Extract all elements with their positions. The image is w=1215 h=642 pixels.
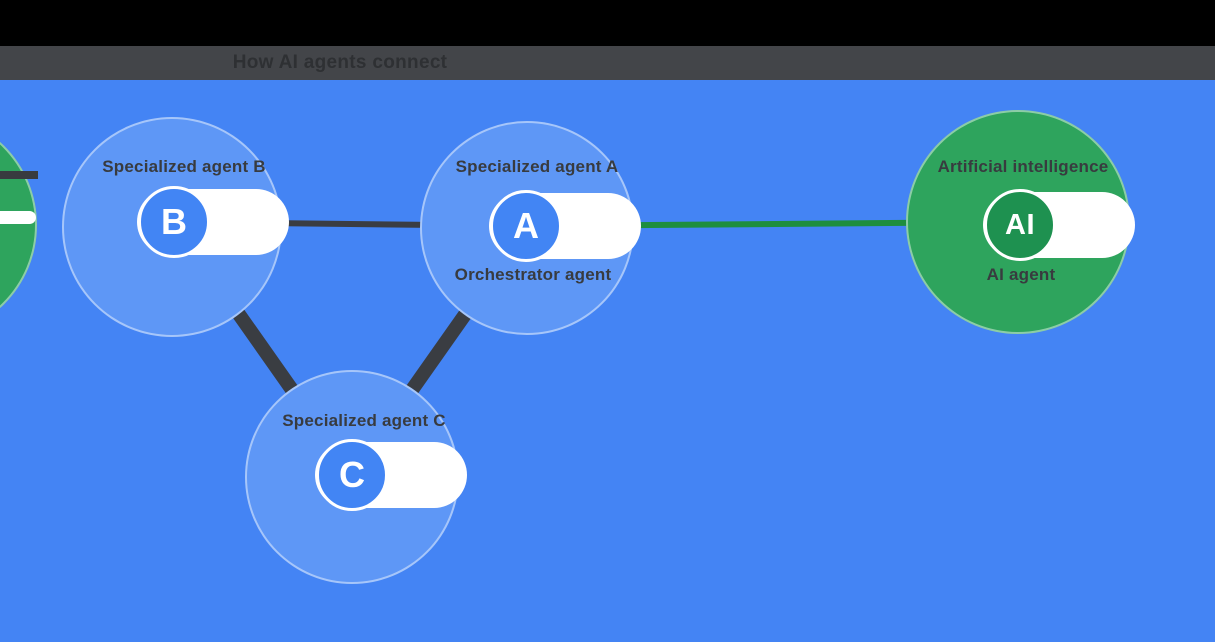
ai-agent-sublabel: AI agent bbox=[986, 265, 1056, 284]
agent-b-circle: B bbox=[138, 186, 210, 258]
agent-a-circle: A bbox=[490, 190, 562, 262]
agent-a-label: Specialized agent A bbox=[455, 157, 619, 176]
agent-b-letter: B bbox=[161, 201, 187, 242]
agent-c-letter: C bbox=[339, 454, 365, 495]
ai-agent-label: Artificial intelligence bbox=[937, 157, 1109, 176]
agent-c-label: Specialized agent C bbox=[282, 411, 446, 430]
offscreen-agent-label-fragment bbox=[0, 171, 38, 179]
agent-c-circle: C bbox=[316, 439, 388, 511]
agent-a-letter: A bbox=[513, 205, 539, 246]
agent-a-sublabel: Orchestrator agent bbox=[454, 265, 612, 284]
offscreen-agent-pill-fragment bbox=[0, 211, 36, 224]
ai-agent-circle: AI bbox=[984, 189, 1056, 261]
caption-bar bbox=[0, 46, 1215, 80]
agent-b-label: Specialized agent B bbox=[102, 157, 266, 176]
diagram-title: How AI agents connect bbox=[232, 52, 448, 73]
ai-agent-letter: AI bbox=[1005, 208, 1035, 241]
